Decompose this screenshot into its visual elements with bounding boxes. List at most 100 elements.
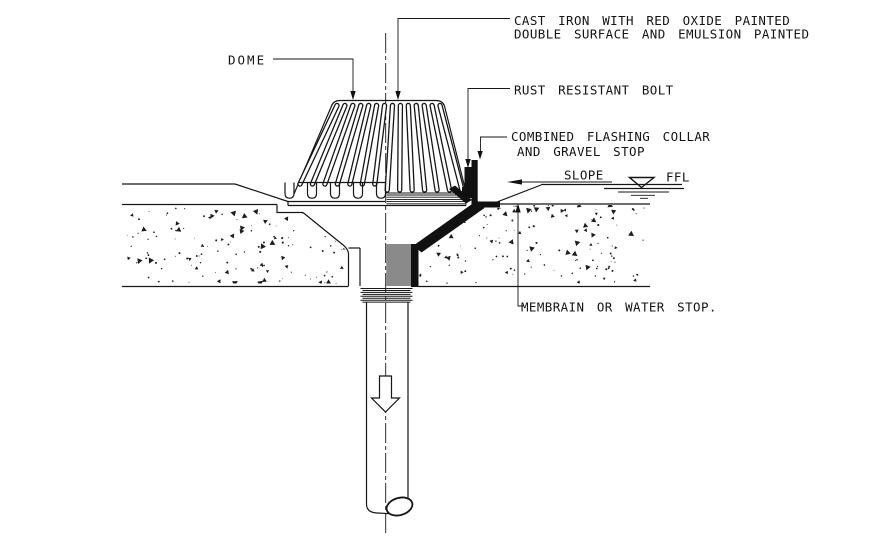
aggregate-dot <box>341 249 343 250</box>
aggregate-dot <box>175 207 177 210</box>
aggregate-triangle <box>517 230 522 235</box>
aggregate-dot <box>576 258 578 261</box>
aggregate-triangle <box>502 211 508 217</box>
aggregate-dot <box>492 259 494 261</box>
aggregate-dot <box>526 249 528 251</box>
aggregate-dot <box>530 266 532 268</box>
aggregate-dot <box>513 205 515 207</box>
aggregate-dot <box>532 225 535 228</box>
leader-rust-bolt <box>465 88 510 168</box>
aggregate-dot <box>333 251 336 254</box>
aggregate-dot <box>166 212 169 215</box>
rib-slot-inner <box>398 104 402 192</box>
aggregate-dot <box>315 212 318 214</box>
aggregate-dot <box>148 211 150 213</box>
aggregate-dot <box>302 212 303 214</box>
rib-slot-inner <box>422 104 439 192</box>
rib-slot-inner <box>373 104 386 186</box>
aggregate-triangle <box>583 222 589 228</box>
aggregate-dot <box>595 208 597 210</box>
aggregate-dot <box>166 214 168 216</box>
leader-line <box>517 211 524 307</box>
aggregate-dot <box>486 237 488 239</box>
aggregate-dot <box>250 224 252 226</box>
aggregate-dot <box>575 259 577 262</box>
aggregate-triangle <box>220 238 224 242</box>
aggregate-dot <box>486 224 488 225</box>
aggregate-dot <box>594 275 596 277</box>
aggregate-triangle <box>269 239 276 245</box>
outlet-pipe <box>365 302 414 517</box>
aggregate-dot <box>175 229 177 232</box>
coupling-threads <box>360 288 413 303</box>
arrowhead-down-icon <box>350 91 356 100</box>
aggregate-dot <box>464 260 467 262</box>
aggregate-dot <box>610 261 612 263</box>
aggregate-dot <box>535 241 538 244</box>
aggregate-triangle <box>448 205 453 210</box>
aggregate-triangle <box>419 220 424 226</box>
aggregate-dot <box>513 269 516 272</box>
aggregate-dot <box>613 281 616 283</box>
aggregate-triangle <box>200 243 205 247</box>
strainer-base-ring <box>284 181 466 207</box>
flow-arrow-icon <box>370 375 401 413</box>
aggregate-dot <box>448 264 450 266</box>
aggregate-dot <box>199 261 202 264</box>
aggregate-dot <box>273 235 275 238</box>
aggregate-triangle <box>533 207 540 213</box>
aggregate-dot <box>203 215 205 218</box>
aggregate-dot <box>495 240 497 242</box>
pipe-break-symbol <box>385 496 414 517</box>
aggregate-dot <box>498 242 501 244</box>
aggregate-dot <box>154 261 158 264</box>
aggregate-triangle <box>318 280 323 284</box>
aggregate-dot <box>261 265 264 268</box>
aggregate-dot <box>132 236 134 238</box>
ring-u-slots <box>284 182 387 199</box>
label-gravel-stop: AND GRAVEL STOP <box>517 144 645 159</box>
aggregate-dot <box>495 255 498 258</box>
leader-line <box>397 18 510 93</box>
aggregate-triangle <box>545 206 551 212</box>
aggregate-dot <box>530 210 533 212</box>
aggregate-dot <box>282 278 283 280</box>
ffl-level-symbol <box>604 176 684 199</box>
aggregate-dot <box>309 246 312 249</box>
aggregate-dot <box>612 257 615 260</box>
dome-strainer <box>284 99 467 207</box>
aggregate-dot <box>600 252 603 254</box>
aggregate-triangle <box>210 213 215 219</box>
u-slot <box>306 182 318 199</box>
aggregate-dot <box>324 235 326 238</box>
aggregate-triangle <box>614 246 618 250</box>
aggregate-dot <box>603 277 606 280</box>
flashing-diagonal <box>413 200 485 253</box>
aggregate-dot <box>482 226 485 229</box>
leader-line <box>467 88 510 161</box>
aggregate-triangle <box>338 224 342 229</box>
aggregate-triangle <box>574 240 581 247</box>
aggregate-dot <box>235 253 238 256</box>
aggregate-triangle <box>563 208 566 212</box>
aggregate-dot <box>287 237 289 239</box>
aggregate-dot <box>304 274 306 276</box>
aggregate-triangle <box>529 246 535 252</box>
aggregate-dot <box>226 261 229 264</box>
aggregate-dot <box>236 219 238 220</box>
aggregate-dot <box>498 237 500 239</box>
aggregate-triangle <box>263 219 268 224</box>
aggregate-dot <box>292 230 295 232</box>
concrete-stipple-left <box>126 206 346 284</box>
aggregate-dot <box>547 205 549 206</box>
aggregate-dot <box>171 280 174 282</box>
aggregate-triangle <box>188 257 192 262</box>
aggregate-dot <box>342 229 344 232</box>
leader-membrane <box>515 203 524 307</box>
aggregate-triangle <box>504 270 508 275</box>
aggregate-triangle <box>230 210 236 217</box>
aggregate-dot <box>136 262 138 264</box>
aggregate-dot <box>553 269 555 271</box>
aggregate-dot <box>528 226 531 229</box>
aggregate-dot <box>258 213 260 215</box>
